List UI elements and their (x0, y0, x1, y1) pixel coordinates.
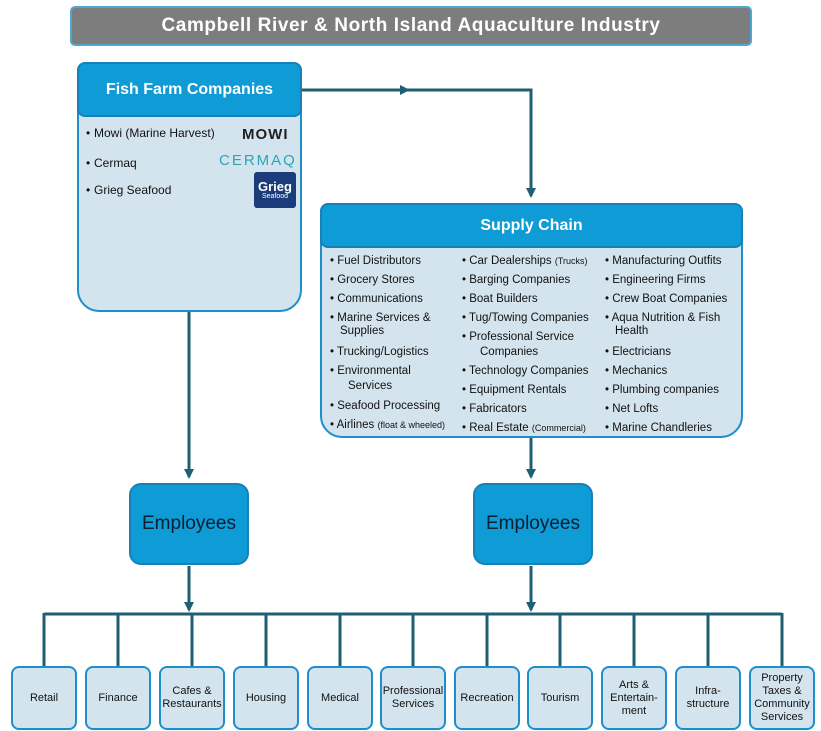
supply-chain-heading: Supply Chain (320, 203, 743, 248)
supply-item: • Airlines (float & wheeled) (330, 419, 446, 431)
supply-item-continued: Health (615, 325, 649, 337)
supply-item: • Plumbing companies (605, 384, 719, 396)
supply-item-continued: Services (348, 380, 393, 392)
farm-to-supply-arrow-down (408, 88, 536, 198)
sector-cafes-restaurants: Cafes & Restaurants (159, 666, 225, 730)
supply-item: • Seafood Processing (330, 400, 441, 412)
sector-arts-entertainment: Arts & Entertain- ment (601, 666, 667, 730)
supply-item: • Barging Companies (462, 274, 571, 286)
supply-item: • Electricians (605, 346, 672, 358)
sector-retail: Retail (11, 666, 77, 730)
supply-item: • Mechanics (605, 365, 668, 377)
supply-item: • Grocery Stores (330, 274, 415, 286)
sector-professional-services: Professional Services (380, 666, 446, 730)
supply-item: • Marine Chandleries (605, 422, 712, 434)
supply-item-continued: Supplies (340, 325, 385, 337)
supply-item: • Fuel Distributors (330, 255, 421, 267)
supply-item: • Tug/Towing Companies (462, 312, 589, 324)
supply-item: • Trucking/Logistics (330, 346, 429, 358)
mowi-logo: MOWI (242, 126, 289, 143)
supply-item: • Car Dealerships (Trucks) (462, 255, 588, 267)
supply-item: • Marine Services & (330, 312, 431, 324)
cermaq-logo: CERMAQ (219, 152, 297, 169)
company-cermaq: •Cermaq (86, 156, 137, 170)
sector-property-taxes: Property Taxes & Community Services (749, 666, 815, 730)
sector-infrastructure: Infra- structure (675, 666, 741, 730)
supply-item: • Crew Boat Companies (605, 293, 728, 305)
supply-item: • Real Estate (Commercial) (462, 422, 586, 434)
fish-farm-panel: Fish Farm Companies •Mowi (Marine Harves… (77, 62, 302, 312)
supply-item: • Manufacturing Outfits (605, 255, 722, 267)
supply-item: • Communications (330, 293, 423, 305)
supply-item: • Environmental (330, 365, 411, 377)
supply-item: • Professional Service (462, 331, 575, 343)
page-title: Campbell River & North Island Aquacultur… (70, 6, 752, 46)
supply-chain-panel: Supply Chain • Fuel Distributors • Groce… (320, 203, 743, 438)
company-grieg: •Grieg Seafood (86, 183, 172, 197)
sector-finance: Finance (85, 666, 151, 730)
supply-item: • Aqua Nutrition & Fish (605, 312, 721, 324)
fish-farm-heading: Fish Farm Companies (77, 62, 302, 117)
grieg-logo: Grieg Seafood (254, 172, 296, 208)
supply-item-continued: Companies (480, 346, 539, 358)
employees-left-box: Employees (129, 483, 249, 565)
supply-item: • Fabricators (462, 403, 527, 415)
sector-housing: Housing (233, 666, 299, 730)
sector-tourism: Tourism (527, 666, 593, 730)
supply-item: • Engineering Firms (605, 274, 706, 286)
sector-recreation: Recreation (454, 666, 520, 730)
supply-item: • Net Lofts (605, 403, 659, 415)
employees-right-box: Employees (473, 483, 593, 565)
supply-item: • Equipment Rentals (462, 384, 567, 396)
supply-item: • Boat Builders (462, 293, 538, 305)
supply-item: • Technology Companies (462, 365, 589, 377)
sector-medical: Medical (307, 666, 373, 730)
company-mowi: •Mowi (Marine Harvest) (86, 126, 215, 140)
